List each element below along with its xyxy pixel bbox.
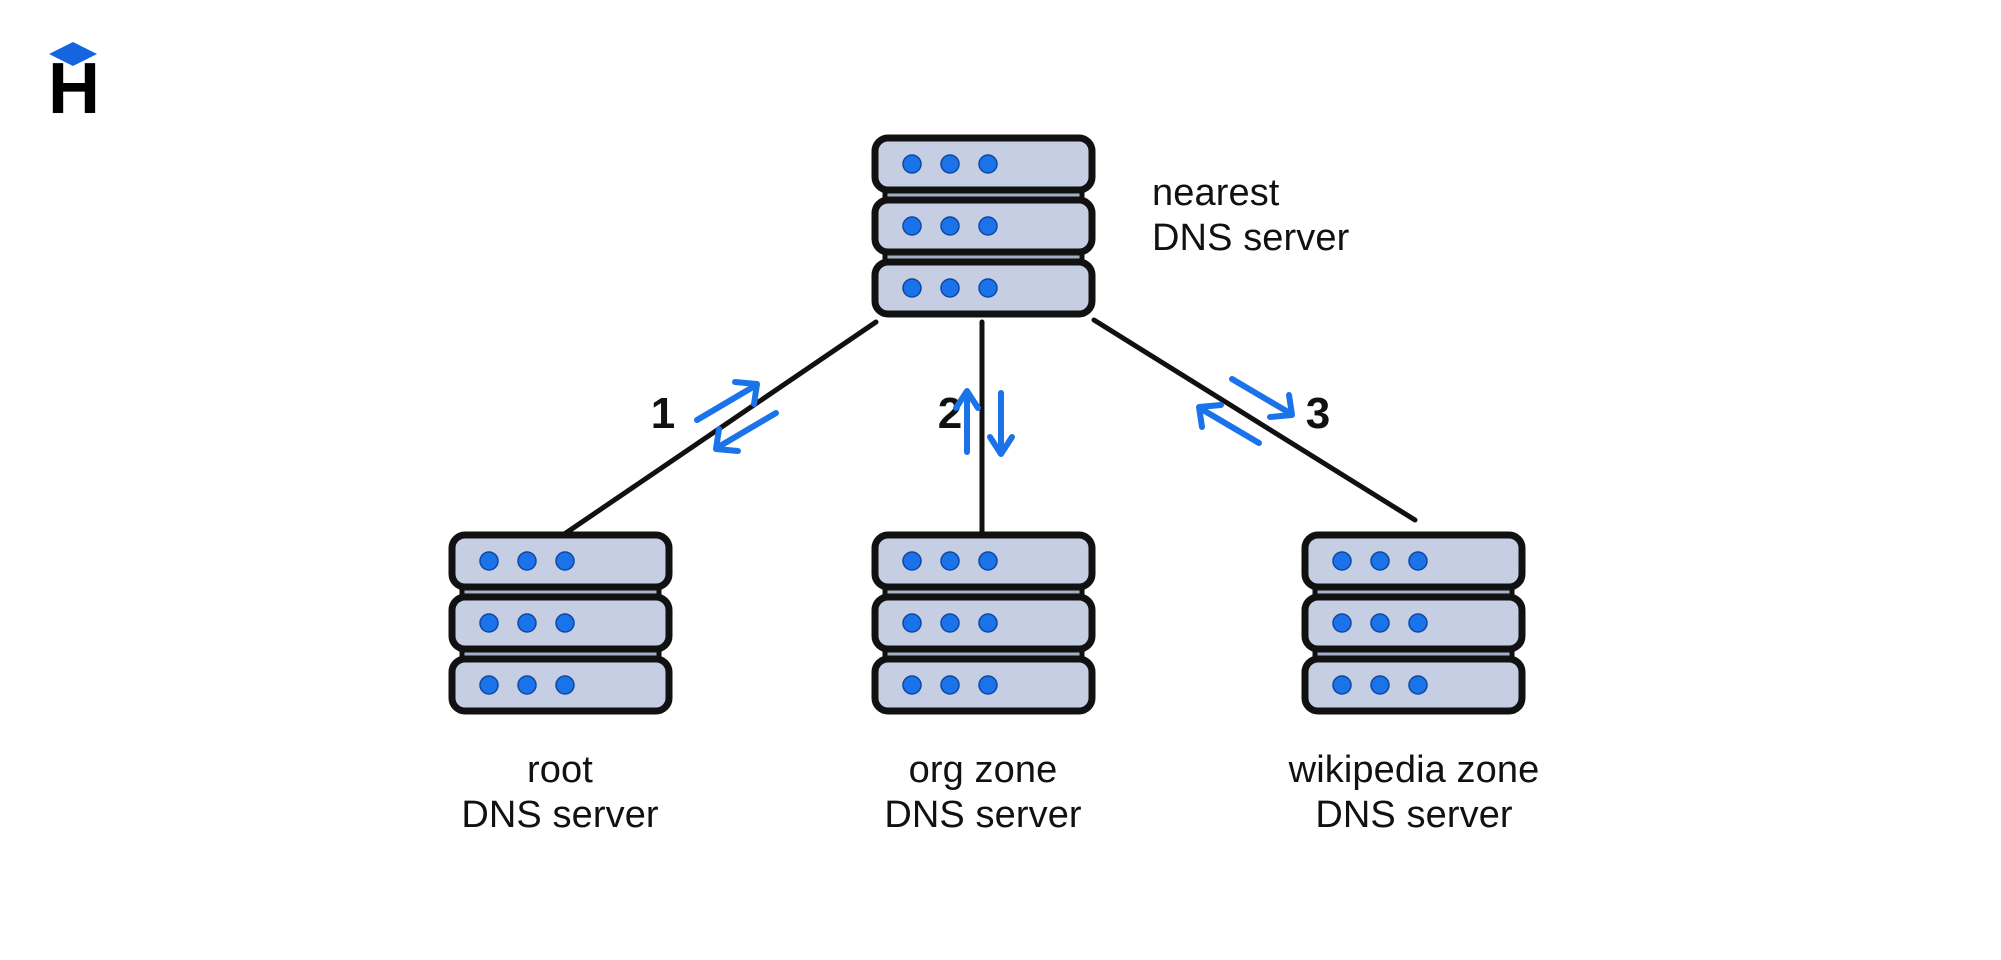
server-node-root[interactable]	[452, 535, 669, 711]
caption-root-line1: root	[527, 749, 593, 791]
caption-org-line2: DNS server	[884, 794, 1082, 836]
server-node-wikipedia[interactable]	[1305, 535, 1522, 711]
caption-wikipedia: wikipedia zone DNS server	[1288, 749, 1540, 836]
step-1-arrow-back	[713, 410, 779, 454]
step-1-annotation: 1	[651, 379, 779, 454]
brand-logo: H	[48, 42, 100, 129]
step-3-arrow-out	[1229, 376, 1295, 420]
caption-nearest-line1: nearest	[1152, 172, 1280, 214]
step-1-arrow-out	[694, 379, 760, 423]
step-2-arrow-back	[987, 390, 1015, 457]
caption-root: root DNS server	[461, 749, 659, 836]
logo-diamond-icon	[49, 42, 97, 66]
caption-org: org zone DNS server	[884, 749, 1082, 836]
caption-root-line2: DNS server	[461, 794, 659, 836]
step-3-arrow-back	[1196, 402, 1262, 446]
caption-org-line1: org zone	[909, 749, 1058, 791]
caption-wikipedia-line2: DNS server	[1315, 794, 1513, 836]
step-3-label: 3	[1306, 389, 1330, 438]
connector-nearest-wikipedia	[1091, 317, 1418, 523]
connector-lines	[557, 317, 1418, 543]
step-3-annotation: 3	[1196, 376, 1330, 446]
caption-wikipedia-line1: wikipedia zone	[1288, 749, 1540, 791]
step-2-label: 2	[938, 389, 962, 438]
server-node-nearest[interactable]	[875, 138, 1092, 314]
step-2-annotation: 2	[938, 388, 1015, 457]
step-2-arrow-out	[953, 388, 981, 455]
server-node-org[interactable]	[875, 535, 1092, 711]
caption-nearest-line2: DNS server	[1152, 217, 1350, 259]
step-1-label: 1	[651, 389, 675, 438]
caption-nearest: nearest DNS server	[1152, 172, 1350, 259]
logo-letter: H	[48, 49, 100, 129]
